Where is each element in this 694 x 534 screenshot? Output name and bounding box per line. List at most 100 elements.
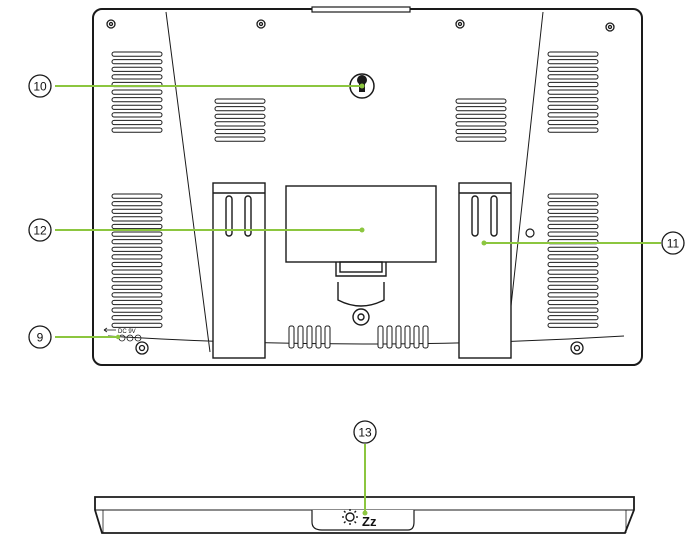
dc-jack-label: DC 9V	[118, 329, 136, 335]
sleep-button-recess	[311, 510, 415, 531]
vent-slot	[547, 299, 599, 306]
vent-slot	[547, 59, 599, 65]
vent-slot	[547, 81, 599, 88]
callout-10: 10	[28, 74, 365, 98]
vent-slot	[111, 112, 163, 118]
vent-slot	[214, 128, 266, 135]
vent-slot	[547, 284, 599, 290]
vent-slot	[455, 98, 507, 104]
vent-slot	[547, 254, 599, 260]
screw-icon	[455, 19, 465, 29]
right-stand	[458, 182, 512, 359]
callout-13: 13	[353, 420, 377, 516]
vent-slot	[547, 216, 599, 222]
screw-icon	[570, 341, 584, 355]
vent-slot	[111, 193, 163, 199]
vent-slot	[324, 325, 331, 349]
vent-slot	[547, 322, 599, 328]
vent-slot	[455, 113, 507, 119]
vent-slot	[111, 89, 163, 95]
vent-slot	[111, 277, 163, 283]
vent-slot	[455, 128, 507, 135]
vent-slot	[111, 59, 163, 65]
vent-slot	[547, 223, 599, 230]
vent-slot	[214, 136, 266, 142]
vent-slot	[111, 231, 163, 237]
sun-icon	[342, 509, 358, 525]
vent-slot	[547, 292, 599, 298]
svg-text:12: 12	[33, 224, 47, 238]
vent-slot	[455, 136, 507, 142]
vent-slot	[547, 246, 599, 252]
vent-slot	[547, 51, 599, 57]
svg-text:11: 11	[667, 237, 680, 251]
vent-slot	[111, 66, 163, 72]
vent-slot	[111, 261, 163, 268]
vent-slot	[547, 119, 599, 126]
svg-text:10: 10	[33, 80, 47, 94]
vent-slot	[111, 307, 163, 313]
vent-slot	[297, 325, 304, 349]
vent-slot	[422, 325, 429, 349]
vent-slot	[455, 106, 507, 112]
vent-slot	[455, 121, 507, 127]
vent-slot	[547, 89, 599, 95]
vent-slot	[214, 98, 266, 104]
panel-outline	[107, 11, 625, 353]
vent-slot	[214, 113, 266, 119]
vent-slot	[111, 284, 163, 290]
vent-slot	[111, 292, 163, 298]
vent-slot	[111, 51, 163, 57]
vent-slot	[111, 315, 163, 321]
vent-slot	[214, 106, 266, 112]
vent-slot	[111, 119, 163, 126]
vent-slot	[111, 299, 163, 306]
vent-slot	[547, 112, 599, 118]
vent-slot	[111, 254, 163, 260]
vent-slot	[547, 231, 599, 237]
device-back-view: DC 9V	[92, 6, 643, 366]
vent-slot	[111, 201, 163, 207]
battery-cover	[285, 185, 437, 326]
vent-slot	[547, 193, 599, 199]
screw-icon	[106, 19, 116, 29]
vent-slot	[111, 208, 163, 214]
sleep-zz-label: Zz	[362, 514, 377, 529]
vent-slot	[547, 104, 599, 110]
vent-slot	[547, 66, 599, 72]
vent-slot	[547, 74, 599, 80]
vent-slot	[413, 325, 420, 349]
vent-slot	[111, 216, 163, 222]
vent-slot	[386, 325, 393, 349]
vent-slot	[315, 325, 322, 349]
vent-slot	[111, 269, 163, 275]
vent-slot	[377, 325, 384, 349]
vent-slot	[404, 325, 411, 349]
screw-icon	[605, 22, 615, 32]
vent-slot	[547, 315, 599, 321]
vent-slot	[111, 223, 163, 230]
vent-slot	[111, 104, 163, 110]
vent-slot	[547, 97, 599, 103]
svg-text:9: 9	[37, 331, 44, 345]
vent-slot	[306, 325, 313, 349]
vent-slot	[111, 127, 163, 133]
vent-slot	[547, 269, 599, 275]
callout-9: 9	[28, 325, 121, 349]
vent-slot	[111, 74, 163, 80]
vent-slot	[547, 201, 599, 207]
vent-slot	[214, 121, 266, 127]
reset-hole	[525, 228, 535, 238]
vent-slot	[395, 325, 402, 349]
screw-icon	[256, 19, 266, 29]
vent-slot	[547, 261, 599, 268]
vent-slot	[111, 246, 163, 252]
svg-text:13: 13	[358, 426, 372, 440]
vent-slot	[547, 307, 599, 313]
vent-slot	[547, 277, 599, 283]
screw-icon	[135, 341, 149, 355]
vent-slot	[547, 208, 599, 214]
vent-slot	[111, 97, 163, 103]
vent-slot	[111, 322, 163, 328]
